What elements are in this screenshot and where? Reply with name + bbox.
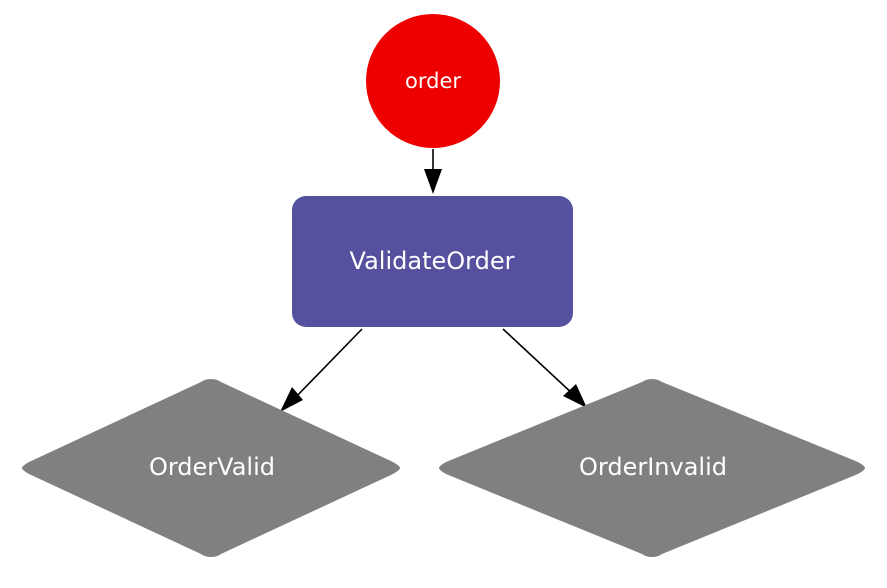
start-event-circle[interactable]	[366, 14, 500, 148]
outcome-diamond-right[interactable]	[439, 379, 865, 557]
arrowhead-icon-down-left	[280, 387, 303, 412]
node-order[interactable]: order	[366, 14, 500, 148]
edge-line-right-branch	[502, 328, 576, 397]
edge-validate-to-order-valid	[280, 328, 363, 412]
node-validate-order[interactable]: ValidateOrder	[292, 196, 573, 327]
arrowhead-icon-down-right	[563, 384, 587, 408]
node-order-valid[interactable]: OrderValid	[22, 379, 400, 557]
edge-order-to-validate	[424, 149, 442, 194]
arrowhead-icon-down	[424, 169, 442, 194]
task-rectangle[interactable]	[292, 196, 573, 327]
node-order-invalid[interactable]: OrderInvalid	[439, 379, 865, 557]
edge-validate-to-order-invalid	[502, 328, 587, 408]
edge-line-left-branch	[291, 328, 363, 402]
outcome-diamond-left[interactable]	[22, 379, 400, 557]
